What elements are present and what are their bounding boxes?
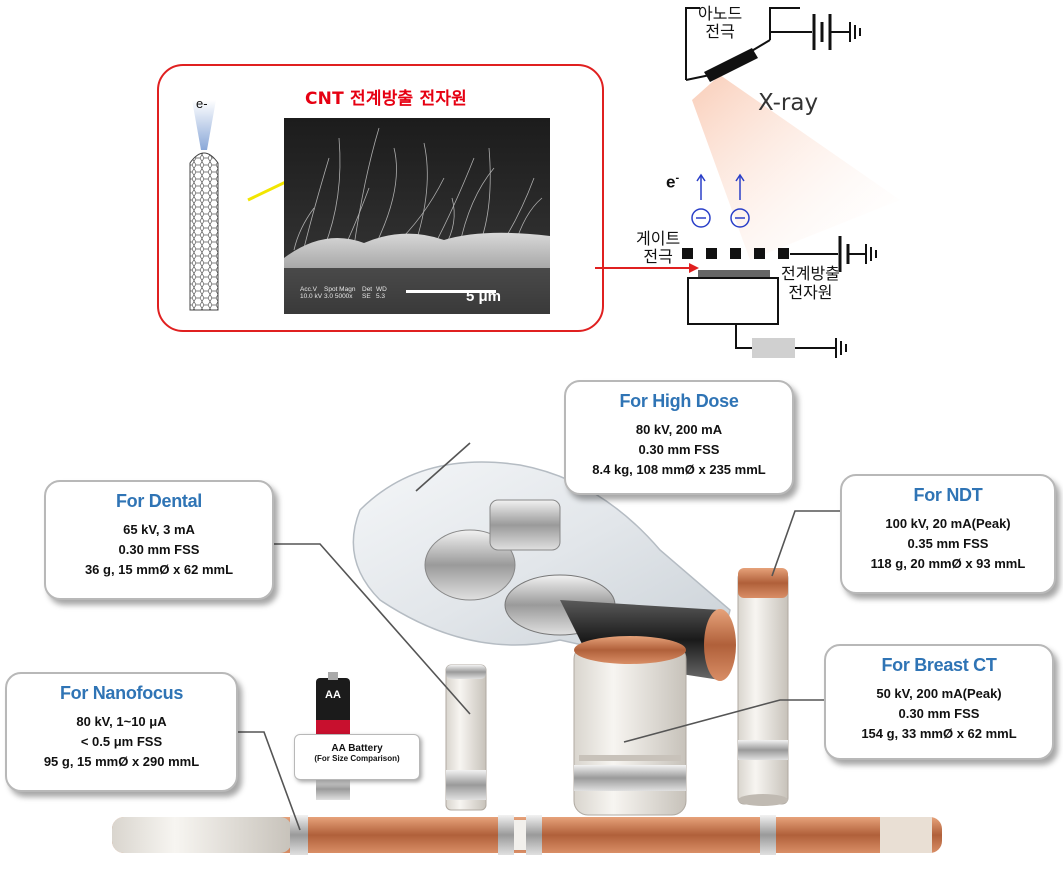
callout-breast-ct: For Breast CT 50 kV, 200 mA(Peak) 0.30 m… xyxy=(824,644,1054,760)
callout-line: 0.35 mm FSS xyxy=(907,536,989,551)
ndt-tube xyxy=(737,568,789,806)
anode-target xyxy=(704,48,758,82)
leader-line-dental xyxy=(272,543,471,715)
resistor-element xyxy=(752,338,795,358)
sem-scale-label: 5 μm xyxy=(466,288,502,305)
callout-ndt: For NDT 100 kV, 20 mA(Peak) 0.35 mm FSS … xyxy=(840,474,1056,594)
battery-label: AA Battery xyxy=(331,743,383,754)
xray-label: X-ray xyxy=(758,90,819,116)
callout-line: 118 g, 20 mmØ x 93 mmL xyxy=(870,556,1026,571)
callout-title: For Breast CT xyxy=(881,655,997,675)
schematic-electron-label: e- xyxy=(666,172,680,192)
callout-line: 80 kV, 1~10 μA xyxy=(76,714,167,729)
breast-ct-tube xyxy=(573,636,687,816)
leader-line-high-dose xyxy=(415,442,471,492)
callout-line: 0.30 mm FSS xyxy=(118,542,200,557)
callout-line: 80 kV, 200 mA xyxy=(635,422,723,437)
callout-high-dose: For High Dose 80 kV, 200 mA 0.30 mm FSS … xyxy=(564,380,794,495)
callout-line: 65 kV, 3 mA xyxy=(123,522,195,537)
callout-line: < 0.5 μm FSS xyxy=(80,734,163,749)
xray-tubes-photo: AA xyxy=(112,442,942,855)
callout-line: 95 g, 15 mmØ x 290 mmL xyxy=(43,754,200,769)
cnt-inset-title: CNT 전계방출 전자원 xyxy=(305,89,468,109)
callout-title: For NDT xyxy=(913,485,983,505)
callout-line: 36 g, 15 mmØ x 62 mmL xyxy=(84,562,234,577)
callout-line: 100 kV, 20 mA(Peak) xyxy=(885,516,1011,531)
gate-electrode-label: 게이트 전극 xyxy=(636,229,681,266)
battery-label-box: AA Battery (For Size Comparison) xyxy=(294,734,420,780)
nanotube-body xyxy=(189,152,219,311)
carbon-nanotube-illustration xyxy=(189,100,219,311)
dental-tube xyxy=(445,664,487,811)
callout-title: For Nanofocus xyxy=(59,683,184,703)
sem-image xyxy=(284,118,550,314)
gate-electrode-segment xyxy=(682,248,693,259)
callout-dental: For Dental 65 kV, 3 mA 0.30 mm FSS 36 g,… xyxy=(44,480,274,600)
field-emitter-layer xyxy=(698,270,770,277)
field-emitter-label: 전계방출 전자원 xyxy=(781,264,840,302)
leader-line-nanofocus xyxy=(237,731,301,831)
battery-sublabel: (For Size Comparison) xyxy=(314,754,400,763)
callout-line: 0.30 mm FSS xyxy=(898,706,980,721)
callout-title: For High Dose xyxy=(619,391,739,411)
callout-line: 154 g, 33 mmØ x 62 mmL xyxy=(861,726,1017,741)
anode-electrode-label: 아노드 전극 xyxy=(698,4,743,41)
xray-beam xyxy=(692,75,900,260)
leader-line-ndt xyxy=(771,510,842,577)
callout-nanofocus: For Nanofocus 80 kV, 1~10 μA < 0.5 μm FS… xyxy=(5,672,238,792)
electron-symbol xyxy=(691,208,711,228)
battery-can-text: AA xyxy=(325,689,341,701)
callout-line: 0.30 mm FSS xyxy=(638,442,720,457)
callout-line: 50 kV, 200 mA(Peak) xyxy=(876,686,1002,701)
xray-tube-schematic xyxy=(682,7,900,358)
leader-line-breast-ct xyxy=(623,699,826,743)
cathode-block xyxy=(687,277,779,325)
scale-bar-line xyxy=(406,290,496,293)
callout-line: 8.4 kg, 108 mmØ x 235 mmL xyxy=(592,462,766,477)
red-connector-arrow xyxy=(595,263,699,273)
nanofocus-tube xyxy=(112,815,942,855)
cnt-electron-label: e- xyxy=(196,96,208,111)
electron-beam-cone xyxy=(192,100,216,150)
electron-symbol xyxy=(730,208,750,228)
callout-title: For Dental xyxy=(115,491,202,511)
